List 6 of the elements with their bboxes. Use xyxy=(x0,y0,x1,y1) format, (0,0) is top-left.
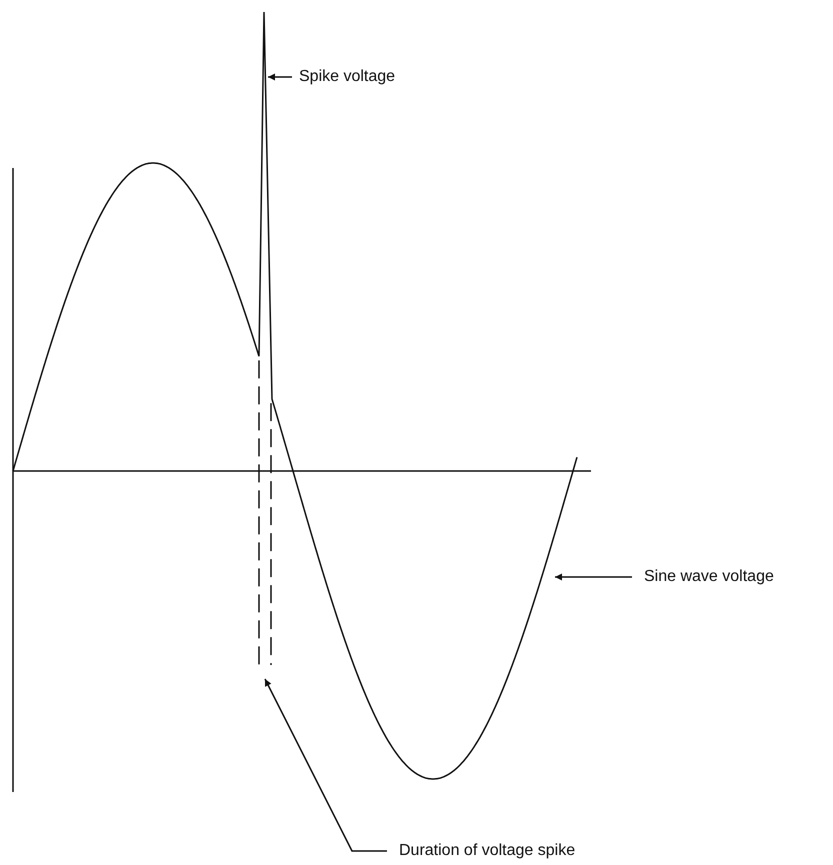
callout-label: Spike voltage xyxy=(299,68,396,86)
leader-line xyxy=(268,74,292,80)
callout-label: Sine wave voltage xyxy=(644,568,774,586)
leader-line xyxy=(555,574,632,580)
leader-line xyxy=(264,678,387,852)
callout-label: Duration of voltage spike xyxy=(399,842,576,860)
